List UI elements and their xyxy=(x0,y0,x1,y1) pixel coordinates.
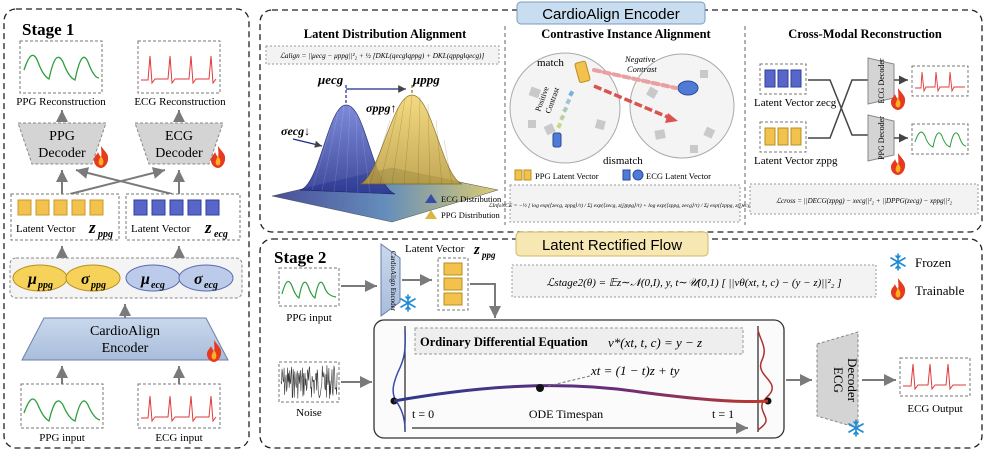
svg-text:CardioAlign: CardioAlign xyxy=(90,324,160,339)
ecg-decoder: ECG Decoder xyxy=(134,122,226,168)
ppg-reconstruction-label: PPG Reconstruction xyxy=(16,96,106,108)
svg-text:Latent Vector: Latent Vector xyxy=(16,223,76,235)
stage1-title: Stage 1 xyxy=(22,20,74,39)
svg-text:ECG Output: ECG Output xyxy=(907,403,962,415)
cross-loss-formula: ℒcross = ||DECG(zppg) − xecg||²₂ + ||DPP… xyxy=(776,197,953,205)
svg-text:μecg: μecg xyxy=(317,72,344,87)
encoder-panel-title: CardioAlign Encoder xyxy=(542,6,680,23)
cardioalign-encoder: CardioAlign Encoder xyxy=(21,317,229,362)
svg-text:v*(xt, t, c) = y − z: v*(xt, t, c) = y − z xyxy=(608,335,702,350)
stage1-panel: Stage 1 PPG Reconstruction ECG Reconstru… xyxy=(3,8,250,449)
svg-text:Noise: Noise xyxy=(296,407,322,419)
trainable-legend-icon xyxy=(891,278,906,300)
ppg-input-label: PPG input xyxy=(39,432,85,444)
svg-text:ECG: ECG xyxy=(165,129,193,144)
svg-text:z: z xyxy=(88,218,96,237)
svg-text:μppg: μppg xyxy=(412,72,440,87)
ecg-reconstruction-plot xyxy=(137,40,221,94)
svg-text:ECG Latent Vector: ECG Latent Vector xyxy=(646,171,711,181)
ecg-input-label: ECG input xyxy=(155,432,202,444)
svg-text:Latent Vector: Latent Vector xyxy=(405,243,465,255)
encoder-panel: CardioAlign Encoder Latent Distribution … xyxy=(259,1,983,233)
svg-text:Decoder: Decoder xyxy=(38,146,86,161)
svg-text:σecg↓: σecg↓ xyxy=(281,124,310,138)
svg-text:Cross-Modal Reconstruction: Cross-Modal Reconstruction xyxy=(788,27,942,41)
svg-text:z: z xyxy=(473,242,480,258)
svg-text:t = 1: t = 1 xyxy=(712,407,734,421)
latent-distribution-alignment: Latent Distribution Alignment ℒalign = |… xyxy=(265,27,502,223)
svg-text:Trainable: Trainable xyxy=(915,283,965,298)
svg-text:ppg: ppg xyxy=(37,280,53,291)
latent-vector-ecg: Latent Vector z ecg xyxy=(125,193,241,241)
svg-text:Contrast: Contrast xyxy=(627,64,657,74)
svg-text:ECG: ECG xyxy=(831,367,846,393)
flow-title: Latent Rectified Flow xyxy=(542,237,682,254)
svg-text:ppg: ppg xyxy=(97,229,113,240)
svg-text:PPG Latent Vector: PPG Latent Vector xyxy=(535,171,599,181)
svg-text:ppg: ppg xyxy=(90,280,106,291)
ppg-decoder: PPG Decoder xyxy=(17,122,109,168)
stage2-ecg-decoder: ECG Decoder xyxy=(816,331,864,437)
stage2-loss-formula: ℒstage2(θ) = 𝔼z∼𝒩(0,I), y, t∼𝒰(0,1) [ ||… xyxy=(547,277,842,289)
svg-text:ECG Distribution: ECG Distribution xyxy=(441,194,502,204)
svg-text:ecg: ecg xyxy=(151,280,165,291)
svg-text:Decoder: Decoder xyxy=(845,358,860,403)
svg-text:dismatch: dismatch xyxy=(603,155,643,167)
svg-text:Latent Distribution Alignment: Latent Distribution Alignment xyxy=(304,27,467,41)
svg-text:ecg: ecg xyxy=(204,280,218,291)
svg-text:CardioAlign Encoder: CardioAlign Encoder xyxy=(389,251,397,312)
ppg-input-plot xyxy=(20,383,104,429)
ecg-output-plot xyxy=(899,357,971,397)
svg-text:match: match xyxy=(537,57,564,69)
svg-text:PPG: PPG xyxy=(49,129,75,144)
frozen-legend-icon xyxy=(890,253,906,271)
ode-box: Ordinary Differential Equation v*(xt, t,… xyxy=(373,319,785,439)
svg-text:μ: μ xyxy=(140,271,150,288)
ecg-input-plot xyxy=(137,383,221,429)
svg-text:xt = (1 − t)z + ty: xt = (1 − t)z + ty xyxy=(590,363,680,378)
distribution-params: μ ppg σ ppg μ ecg σ ecg xyxy=(9,257,243,299)
svg-text:PPG input: PPG input xyxy=(286,312,332,324)
svg-text:Latent Vector: Latent Vector xyxy=(131,223,191,235)
svg-text:ecg: ecg xyxy=(214,229,228,240)
svg-text:σ: σ xyxy=(81,271,90,288)
svg-text:PPG Distribution: PPG Distribution xyxy=(441,210,501,220)
frozen-snowflake-icon xyxy=(400,294,416,312)
infonce-loss-formula: ℒInfoNCE = −½ [ log exp(⟨zecg, zppg⟩/τ) … xyxy=(488,202,761,209)
svg-text:Latent Vector zecg: Latent Vector zecg xyxy=(754,97,837,109)
contrastive-instance-alignment: Contrastive Instance Alignment xyxy=(488,27,762,223)
svg-text:t = 0: t = 0 xyxy=(412,407,434,421)
svg-text:σ: σ xyxy=(194,271,203,288)
svg-text:Encoder: Encoder xyxy=(102,341,149,356)
stage2-latent-vector: Latent Vector z ppg xyxy=(405,242,496,311)
stage2-panel: Stage 2 Latent Rectified Flow PPG input … xyxy=(259,231,983,449)
align-loss-formula: ℒalign = ||μecg − μppg||²₂ + ½ [DKL(qecg… xyxy=(280,52,485,60)
cross-modal-reconstruction: Cross-Modal Reconstruction Latent Vector… xyxy=(749,27,979,215)
latent-vector-ppg: Latent Vector z ppg xyxy=(10,193,120,241)
svg-text:Decoder: Decoder xyxy=(155,146,203,161)
svg-text:Frozen: Frozen xyxy=(915,255,952,270)
stage2-ppg-input-plot xyxy=(278,267,340,307)
svg-text:μ: μ xyxy=(27,271,37,288)
ecg-reconstruction-label: ECG Reconstruction xyxy=(134,96,226,108)
trainable-flame-icon xyxy=(891,153,906,175)
stage2-title: Stage 2 xyxy=(274,248,326,267)
stage2-encoder: CardioAlign Encoder xyxy=(380,243,416,317)
svg-text:PPG Decoder: PPG Decoder xyxy=(877,116,886,160)
svg-text:ECG Decoder: ECG Decoder xyxy=(877,58,886,103)
svg-text:Latent Vector zppg: Latent Vector zppg xyxy=(754,155,838,167)
svg-text:z: z xyxy=(204,218,212,237)
ppg-reconstruction-plot xyxy=(19,40,103,94)
svg-text:σppg↑: σppg↑ xyxy=(366,101,396,115)
svg-text:Ordinary Differential Equation: Ordinary Differential Equation xyxy=(420,335,588,349)
svg-text:Contrastive Instance Alignment: Contrastive Instance Alignment xyxy=(541,27,711,41)
svg-text:Negative: Negative xyxy=(624,54,655,64)
svg-text:ppg: ppg xyxy=(481,250,496,260)
noise-plot xyxy=(278,361,340,403)
svg-text:ODE Timespan: ODE Timespan xyxy=(529,407,603,421)
